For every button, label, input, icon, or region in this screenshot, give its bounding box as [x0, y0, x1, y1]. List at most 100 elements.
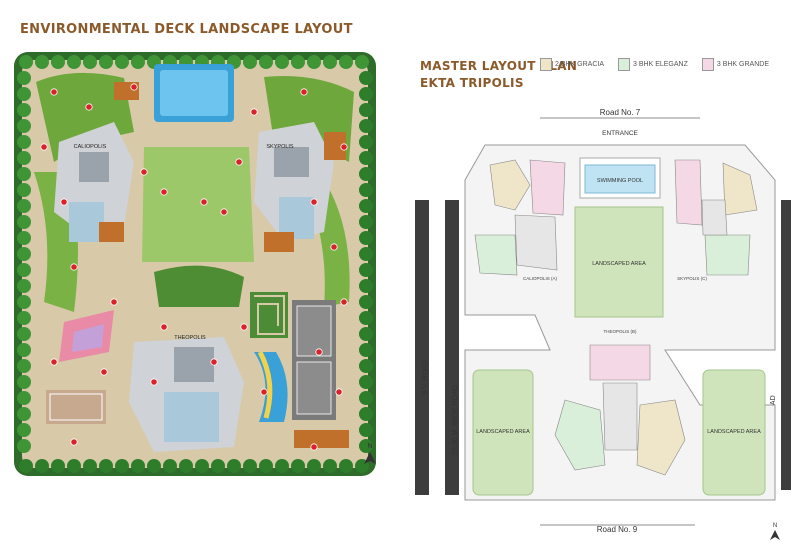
- sports-court-upper: [296, 305, 332, 357]
- tree: [17, 327, 31, 341]
- tree: [17, 199, 31, 213]
- amenity-marker: [315, 348, 323, 356]
- tree: [359, 327, 373, 341]
- tree: [359, 167, 373, 181]
- tree: [163, 459, 177, 473]
- amenity-marker: [340, 298, 348, 306]
- lawn-nw: [36, 72, 134, 162]
- tree: [243, 55, 257, 69]
- legend-label-eleganz: 3 BHK ELEGANZ: [633, 61, 688, 68]
- tree: [359, 439, 373, 453]
- amenity-marker: [335, 388, 343, 396]
- amenity-marker: [330, 243, 338, 251]
- tree: [359, 151, 373, 165]
- tree: [17, 103, 31, 117]
- tree: [179, 459, 193, 473]
- landscaped-area-center: [574, 206, 664, 318]
- road-left-width-label: 18.30 M. WIDE ROAD: [452, 385, 459, 455]
- tree: [17, 263, 31, 277]
- tower-caliopolis: [54, 122, 134, 242]
- master-layout-plan: Road No. 7 ENTRANCE S.V. ROAD 18.30 M. W…: [415, 108, 791, 540]
- legend-item-3bhk-eleganz: 3 BHK ELEGANZ: [618, 58, 688, 71]
- legend-label-grande: 3 BHK GRANDE: [716, 61, 769, 68]
- plan-label-theopolis: THEOPOLIS (B): [603, 329, 637, 334]
- tree: [359, 263, 373, 277]
- tree: [355, 55, 369, 69]
- tree: [359, 135, 373, 149]
- tree: [99, 459, 113, 473]
- tree: [17, 279, 31, 293]
- tree: [17, 87, 31, 101]
- tennis-court-lines: [49, 393, 103, 421]
- sv-road-strip: [415, 200, 429, 495]
- amenity-marker: [140, 168, 148, 176]
- tree: [259, 55, 273, 69]
- tree: [17, 247, 31, 261]
- tree: [359, 311, 373, 325]
- tree: [275, 459, 289, 473]
- tree: [359, 375, 373, 389]
- tree: [51, 55, 65, 69]
- tree: [131, 55, 145, 69]
- master-plan-title: MASTER LAYOUT PLAN EKTA TRIPOLIS: [420, 58, 577, 92]
- amenity-marker: [60, 198, 68, 206]
- tree: [359, 103, 373, 117]
- amenity-marker: [50, 88, 58, 96]
- road-bottom-label: Road No. 9: [597, 525, 638, 534]
- wood-deck-3: [264, 232, 294, 252]
- plan-tower-theopolis: [554, 344, 686, 476]
- tree: [67, 55, 81, 69]
- entrance-label: ENTRANCE: [602, 130, 638, 137]
- tree: [359, 247, 373, 261]
- tree: [17, 151, 31, 165]
- tree: [291, 55, 305, 69]
- north-label-left: N: [367, 443, 372, 450]
- amenity-marker: [150, 378, 158, 386]
- amenity-marker: [160, 323, 168, 331]
- amenity-marker: [70, 438, 78, 446]
- legend-swatch-grande: [701, 58, 714, 71]
- tower-theopolis: [129, 337, 244, 452]
- master-plan-title-line2: EKTA TRIPOLIS: [420, 76, 524, 90]
- amenity-marker: [40, 143, 48, 151]
- wide-road-left-strip: [445, 200, 459, 495]
- amenity-marker: [240, 323, 248, 331]
- tree: [323, 55, 337, 69]
- unit-type-legend: 2 BHK GRACIA 3 BHK ELEGANZ 3 BHK GRANDE: [540, 58, 769, 71]
- amenity-marker: [340, 143, 348, 151]
- amenity-marker: [100, 368, 108, 376]
- amenity-marker: [160, 188, 168, 196]
- tree: [291, 459, 305, 473]
- amenity-marker: [130, 83, 138, 91]
- tree: [359, 391, 373, 405]
- tree: [339, 459, 353, 473]
- pool-water: [160, 70, 228, 116]
- amenity-marker: [220, 208, 228, 216]
- tree: [115, 459, 129, 473]
- tree: [359, 183, 373, 197]
- tennis-court: [46, 390, 106, 424]
- north-arrow-left: N: [364, 443, 376, 464]
- landscaped-area-center-label: LANDSCAPED AREA: [592, 261, 646, 267]
- tree: [359, 119, 373, 133]
- tree: [83, 459, 97, 473]
- road-top-label: Road No. 7: [600, 108, 641, 117]
- tree: [17, 391, 31, 405]
- tree: [359, 231, 373, 245]
- landscape-layout-title: ENVIRONMENTAL DECK LANDSCAPE LAYOUT: [20, 22, 353, 37]
- tree: [359, 199, 373, 213]
- tree: [19, 55, 33, 69]
- amenity-marker: [210, 358, 218, 366]
- tree: [359, 215, 373, 229]
- tree: [115, 55, 129, 69]
- amenity-marker: [50, 358, 58, 366]
- tree: [243, 459, 257, 473]
- tree: [195, 459, 209, 473]
- tree: [83, 55, 97, 69]
- plan-tower-skypolis: [674, 159, 758, 276]
- tree: [35, 55, 49, 69]
- tree: [17, 135, 31, 149]
- tree: [227, 459, 241, 473]
- tower-skypolis: [254, 122, 334, 242]
- tree: [17, 407, 31, 421]
